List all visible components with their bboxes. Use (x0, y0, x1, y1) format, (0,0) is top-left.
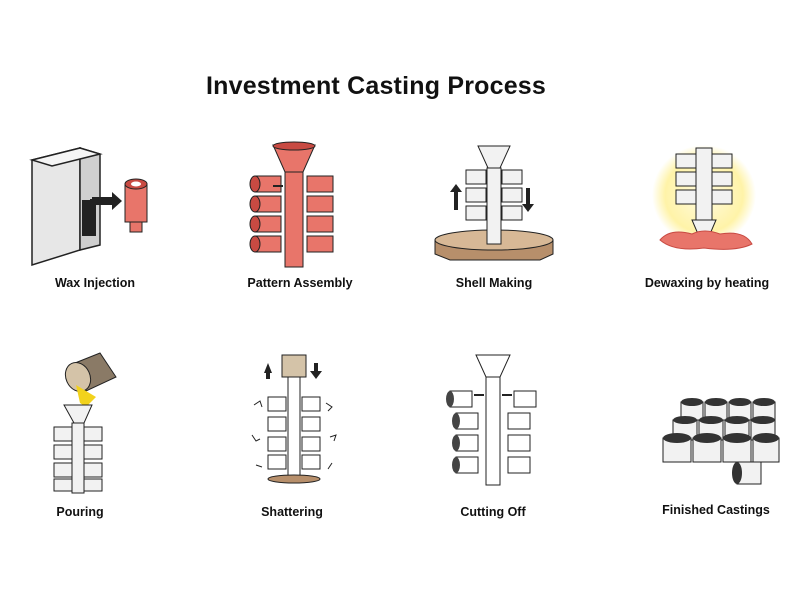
step-label: Pattern Assembly (247, 276, 353, 290)
step-label: Shattering (261, 505, 323, 519)
step-label: Cutting Off (460, 505, 526, 519)
step-pattern-assembly: Pattern Assembly (235, 140, 365, 290)
step-label: Pouring (56, 505, 104, 519)
finished-castings-icon (662, 398, 780, 485)
step-label: Dewaxing by heating (644, 276, 770, 290)
step-cutting-off: Cutting Off (440, 345, 570, 519)
step-label: Wax Injection (54, 276, 136, 290)
step-wax-injection: Wax Injection (20, 140, 170, 290)
step-label: Finished Castings (662, 503, 770, 517)
step-shattering: Shattering (240, 345, 370, 519)
cutting-off-icon (446, 354, 537, 486)
pattern-assembly-icon (249, 141, 334, 268)
shattering-icon (251, 354, 337, 484)
page-title: Investment Casting Process (205, 72, 547, 100)
step-finished-castings: Finished Castings (655, 390, 785, 517)
shell-making-icon (434, 145, 554, 261)
pouring-icon (53, 352, 117, 494)
step-label: Shell Making (455, 276, 533, 290)
dewaxing-icon (652, 145, 756, 250)
step-dewaxing: Dewaxing by heating (640, 140, 770, 290)
wax-injection-icon (29, 146, 148, 267)
step-pouring: Pouring (40, 345, 170, 519)
step-shell-making: Shell Making (430, 140, 560, 290)
